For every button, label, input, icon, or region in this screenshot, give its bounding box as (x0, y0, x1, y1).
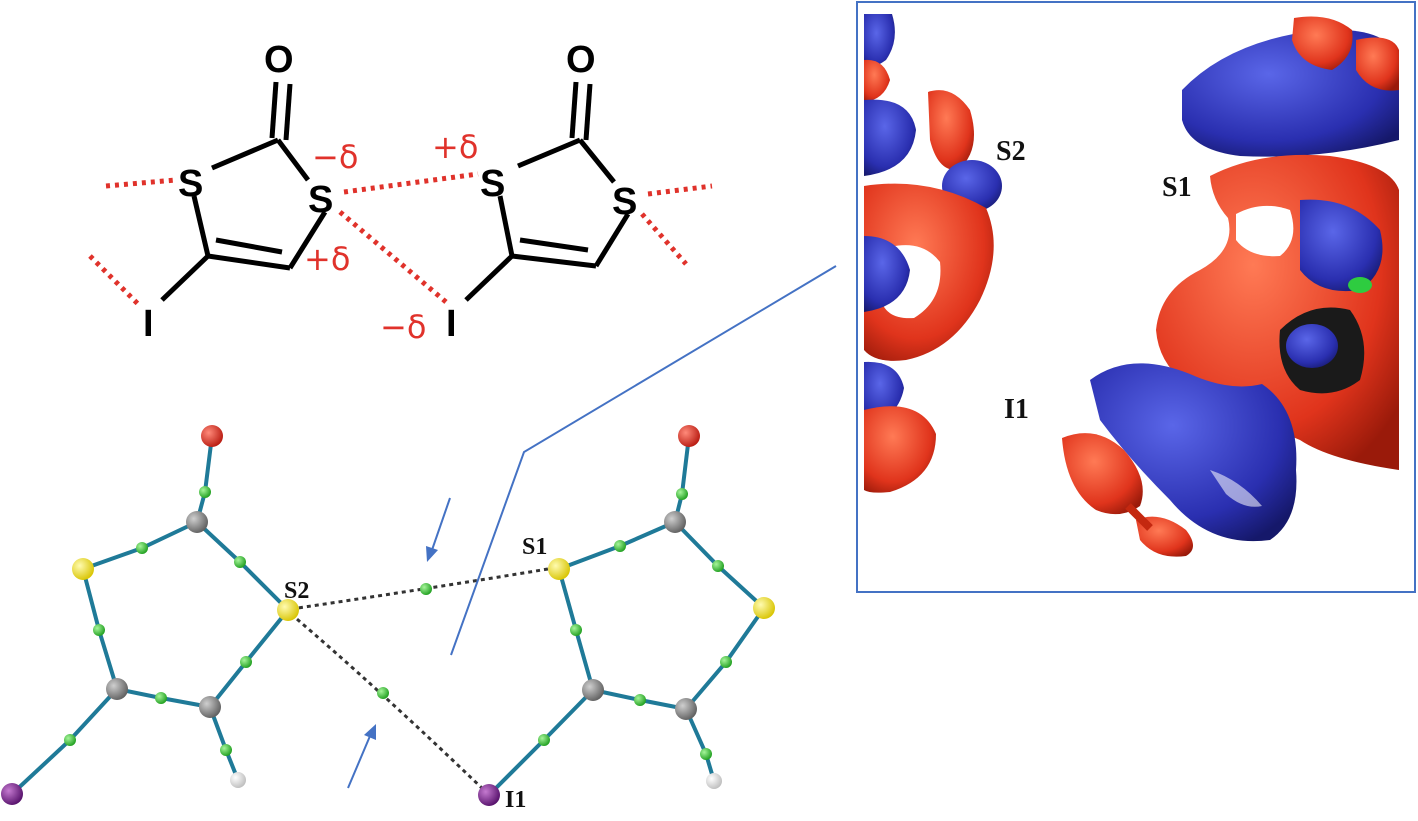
inset-connector-line (450, 265, 837, 656)
right-carbonyl-carbon-atom (664, 511, 686, 533)
left-carbonyl-carbon-atom (186, 511, 208, 533)
arrow-to-s-i-critical-point (347, 724, 376, 789)
s1-label: S1 (522, 534, 547, 560)
s2-s1-critical-point (420, 583, 432, 595)
right-iodine-symbol: I (446, 303, 457, 345)
density-inset: S2 S1 I1 (856, 1, 1416, 593)
s1-sulfur-atom (548, 558, 570, 580)
right-oxygen-atom (678, 425, 700, 447)
left-oxygen-symbol: O (264, 39, 294, 81)
bond-critical-points (64, 486, 732, 760)
left-iodine-symbol: I (143, 303, 154, 345)
right-sulfur-positive-charge: +δ (432, 128, 478, 166)
sulfur-positive-charge: +δ (304, 240, 350, 278)
inset-s2-label: S2 (996, 136, 1026, 167)
arrow-to-s-s-critical-point (426, 497, 451, 562)
s2-s1-contact (290, 567, 549, 611)
left-hydrogen-atom (230, 772, 246, 788)
right-molecule-skeletal: O S S I (446, 39, 637, 345)
sulfur-negative-charge: −δ (312, 138, 358, 176)
ball-and-stick-model: S2 S1 I1 (1, 425, 775, 813)
right-hydrogen-atom (706, 773, 722, 789)
s2-label: S2 (284, 578, 309, 604)
right-sulfur-left-symbol: S (480, 163, 505, 205)
s2-i1-contact (290, 612, 488, 794)
left-sulfur-left-symbol: S (178, 163, 203, 205)
left-carbon-atom-1 (106, 678, 128, 700)
right-molecule-bonds (487, 434, 766, 797)
right-oxygen-symbol: O (566, 39, 596, 81)
left-iodine-atom (1, 783, 23, 805)
left-carbon-atom-2 (199, 696, 221, 718)
left-sulfur-right-symbol: S (308, 179, 333, 221)
right-carbon-atom-1 (582, 679, 604, 701)
iodine-negative-charge: −δ (380, 308, 426, 346)
inset-s1-label: S1 (1162, 172, 1192, 203)
structural-scheme: O S S I O S S I (88, 39, 713, 346)
left-molecule-skeletal: O S S I (143, 39, 333, 345)
inset-i1-label: I1 (1004, 394, 1029, 425)
left-molecule-bonds (10, 434, 290, 796)
s2-i1-critical-point (377, 687, 389, 699)
right-carbon-atom-2 (675, 698, 697, 720)
s2-sulfur-atom (277, 599, 299, 621)
i1-label: I1 (505, 787, 526, 813)
right-sulfur-right-symbol: S (612, 181, 637, 223)
hashed-contacts (88, 171, 713, 308)
left-oxygen-atom (201, 425, 223, 447)
left-sulfur-atom (72, 558, 94, 580)
i1-iodine-atom (478, 784, 500, 806)
right-sulfur-atom (753, 597, 775, 619)
